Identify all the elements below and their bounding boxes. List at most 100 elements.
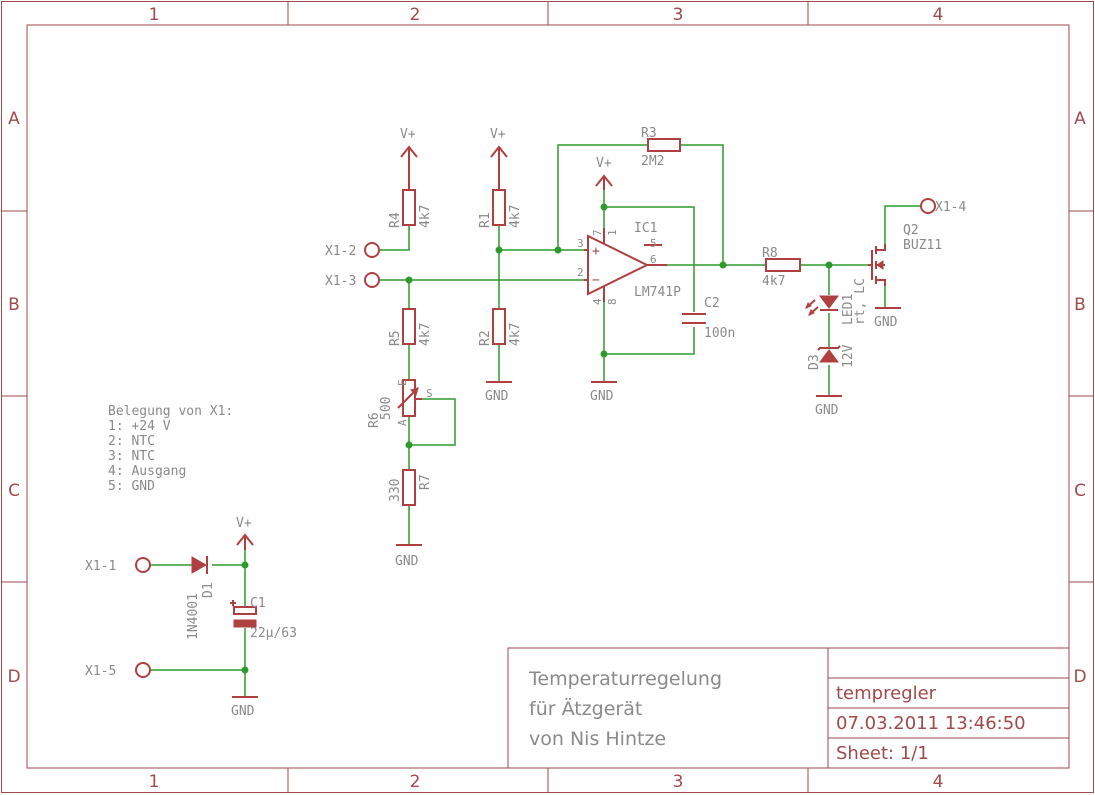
pin-label: 4: [591, 298, 604, 305]
connector-x1-2: X1-2: [325, 242, 380, 259]
pin-label: A: [396, 419, 409, 426]
column-label-bottom-4: 4: [933, 772, 944, 792]
vplus-symbol-ic1: V+: [595, 156, 613, 190]
row-label-right-d: D: [1073, 667, 1086, 687]
column-label-bottom-1: 1: [149, 772, 160, 792]
notes-line-5: 5: GND: [108, 479, 155, 494]
junction-dot: [495, 246, 503, 254]
gnd-symbol-d3: GND: [815, 395, 842, 418]
component-value: BUZ11: [903, 238, 942, 253]
vplus-label: V+: [596, 156, 612, 171]
vplus-label: V+: [236, 516, 252, 531]
title-line-1: Temperaturregelung: [528, 668, 722, 690]
resistor-r2: R2 4k7: [478, 308, 523, 346]
component-value: 4k7: [418, 205, 433, 228]
column-label-top-1: 1: [149, 5, 160, 25]
component-value: 4k7: [418, 323, 433, 346]
row-label-right-a: A: [1074, 109, 1086, 129]
component-value: LM741P: [634, 285, 681, 300]
vplus-label: V+: [490, 127, 506, 142]
opamp-ic1: + − 3 2 7 1 5 6 4 8 IC1 LM741P: [577, 221, 681, 305]
title-line-3: von Nis Hintze: [529, 728, 666, 750]
notes-line-4: 4: Ausgang: [108, 464, 186, 479]
component-name: R2: [478, 330, 493, 346]
vplus-label: V+: [400, 127, 416, 142]
column-label-top-2: 2: [410, 5, 421, 25]
zener-d3: D3 12V: [807, 344, 856, 370]
connector-x1-1: X1-1: [85, 557, 151, 574]
notes-line-2: 2: NTC: [108, 434, 155, 449]
junction-dot: [600, 350, 608, 358]
gnd-symbol-r7: GND: [395, 544, 422, 569]
component-value: 330: [388, 479, 403, 502]
gnd-label: GND: [815, 403, 839, 418]
component-value: 1N4001: [186, 593, 201, 640]
row-label-left-b: B: [8, 295, 20, 315]
gnd-symbol-r2: GND: [485, 381, 512, 404]
potentiometer-r6: R6 500 E S A: [367, 379, 433, 428]
row-label-right-c: C: [1074, 481, 1086, 501]
component-value: 4k7: [508, 205, 523, 228]
component-value: rt, LC: [853, 278, 868, 325]
component-name: R8: [762, 246, 778, 261]
pin-label: 2: [577, 266, 584, 279]
component-name: R4: [388, 212, 403, 228]
connector-x1-5: X1-5: [85, 662, 151, 679]
title-line-2: für Ätzgerät: [529, 697, 642, 720]
component-name: C1: [250, 596, 266, 611]
component-name: C2: [704, 296, 720, 311]
resistor-r3: R3 2M2: [641, 126, 681, 169]
led-led1: LED1 rt, LC: [805, 278, 868, 325]
gnd-symbol-c1: GND: [231, 696, 258, 719]
junction-dot: [405, 441, 413, 449]
row-label-left-a: A: [8, 109, 20, 129]
vplus-symbol-r1: V+: [490, 127, 508, 190]
vplus-symbol-r4: V+: [400, 127, 418, 190]
component-value: 4k7: [762, 274, 785, 289]
junction-dot: [554, 246, 562, 254]
gnd-label: GND: [874, 315, 898, 330]
drawing-date: 07.03.2011 13:46:50: [836, 713, 1026, 734]
pin-label: 7: [591, 229, 604, 236]
column-label-bottom-3: 3: [673, 772, 684, 792]
minus-sign: −: [592, 273, 600, 288]
gnd-symbol-q2: GND: [874, 307, 901, 330]
diode-d1: 1N4001 D1: [186, 556, 216, 640]
component-name: LED1: [841, 294, 856, 325]
pin-assignment-notes: Belegung von X1: 1: +24 V 2: NTC 3: NTC …: [108, 404, 233, 494]
connector-label: X1-1: [85, 559, 116, 574]
component-name: IC1: [634, 221, 657, 236]
mosfet-q2: Q2 BUZ11: [868, 223, 942, 286]
notes-line-3: 3: NTC: [108, 449, 155, 464]
junction-dot: [241, 666, 249, 674]
gnd-label: GND: [395, 554, 419, 569]
pin-label: 8: [606, 298, 619, 305]
title-block: Temperaturregelung für Ätzgerät von Nis …: [507, 647, 1070, 769]
junction-dot: [405, 276, 413, 284]
component-name: D3: [807, 354, 822, 370]
component-value: 2M2: [641, 154, 664, 169]
component-name: R6: [367, 412, 382, 428]
vplus-symbol-d1: V+: [236, 516, 254, 550]
component-name: R7: [418, 474, 433, 490]
component-value: 22µ/63: [250, 626, 297, 641]
component-value: 500: [379, 397, 394, 420]
column-label-top-4: 4: [933, 5, 944, 25]
resistor-r7: 330 R7: [388, 469, 433, 506]
gnd-label: GND: [485, 389, 509, 404]
notes-line-1: 1: +24 V: [108, 419, 171, 434]
component-value: 100n: [704, 326, 735, 341]
junction-dot: [600, 203, 608, 211]
sheet-number: Sheet: 1/1: [836, 743, 929, 764]
component-name: Q2: [903, 223, 919, 238]
gnd-label: GND: [590, 389, 614, 404]
junction-dots: [241, 203, 833, 674]
component-name: R5: [388, 330, 403, 346]
connector-label: X1-3: [325, 274, 356, 289]
connector-label: X1-4: [935, 200, 966, 215]
column-label-top-3: 3: [673, 5, 684, 25]
row-label-left-d: D: [7, 667, 20, 687]
resistor-r1: R1 4k7: [478, 189, 523, 228]
resistor-r4: R4 4k7: [388, 189, 433, 228]
